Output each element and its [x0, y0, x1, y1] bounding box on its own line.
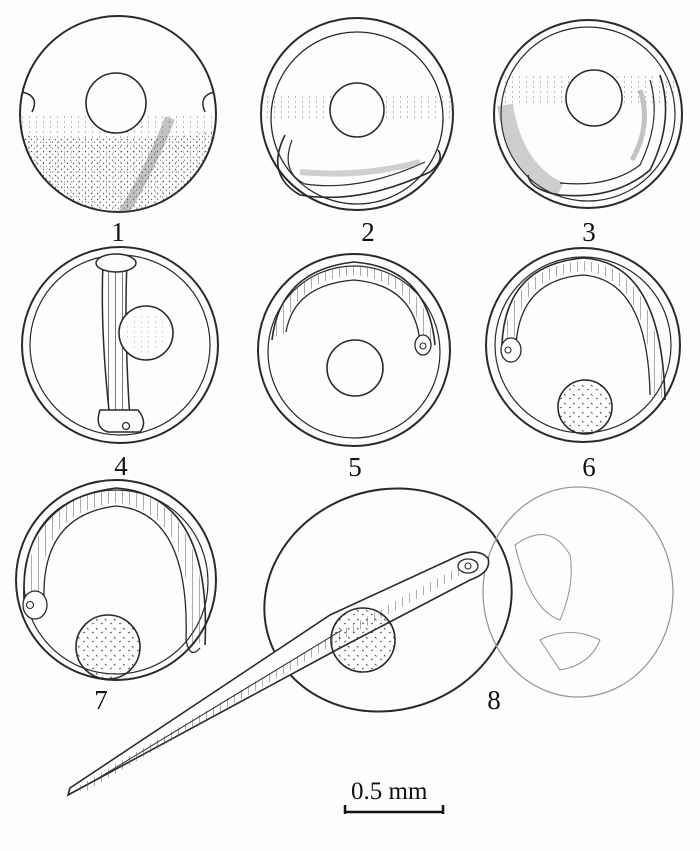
panel-label-1: 1: [111, 217, 125, 247]
egg-stage-3: [493, 19, 683, 209]
panel-label-2: 2: [361, 217, 375, 247]
egg-stage-5: [257, 253, 451, 447]
scale-bar: [343, 805, 445, 814]
egg-stage-6: [485, 247, 681, 443]
panel-label-6: 6: [582, 452, 596, 482]
panel-label-8: 8: [487, 685, 501, 715]
panel-label-4: 4: [114, 451, 128, 481]
egg-stage-7: [15, 479, 217, 681]
panel-label-7: 7: [94, 685, 108, 715]
egg-stage-4: [21, 246, 219, 444]
scale-bar-label: 0.5 mm: [351, 778, 428, 805]
panel-label-5: 5: [348, 452, 362, 482]
panel-label-3: 3: [582, 217, 596, 247]
egg-stage-1: [19, 15, 217, 213]
egg-stage-2: [260, 17, 454, 211]
hatching-larva: [66, 486, 674, 797]
